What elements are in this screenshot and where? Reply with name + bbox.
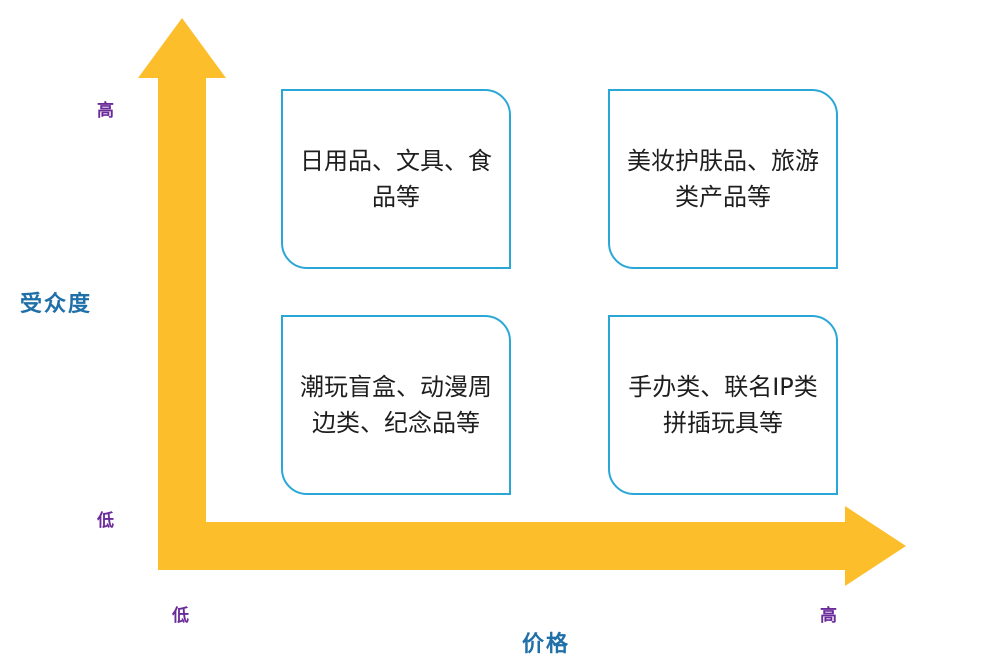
quadrant-high-audience-low-price: 日用品、文具、食品等	[281, 89, 511, 269]
quadrant-low-audience-low-price: 潮玩盲盒、动漫周边类、纪念品等	[281, 315, 511, 495]
y-axis-arrow	[138, 18, 226, 570]
x-axis-low-tick: 低	[172, 606, 189, 626]
quadrant-text: 手办类、联名IP类拼插玩具等	[628, 373, 818, 437]
quadrant-low-audience-high-price: 手办类、联名IP类拼插玩具等	[608, 315, 838, 495]
quadrant-text: 日用品、文具、食品等	[300, 147, 492, 211]
y-axis-high-tick: 高	[97, 101, 114, 121]
quadrant-text: 潮玩盲盒、动漫周边类、纪念品等	[300, 373, 492, 437]
quadrant-high-audience-high-price: 美妆护肤品、旅游类产品等	[608, 89, 838, 269]
x-axis-label: 价格	[522, 632, 571, 657]
y-axis-low-tick: 低	[97, 511, 114, 531]
x-axis-arrow	[158, 506, 906, 586]
y-axis-label: 受众度	[20, 292, 93, 317]
quadrant-text: 美妆护肤品、旅游类产品等	[627, 147, 819, 211]
x-axis-high-tick: 高	[820, 606, 837, 626]
